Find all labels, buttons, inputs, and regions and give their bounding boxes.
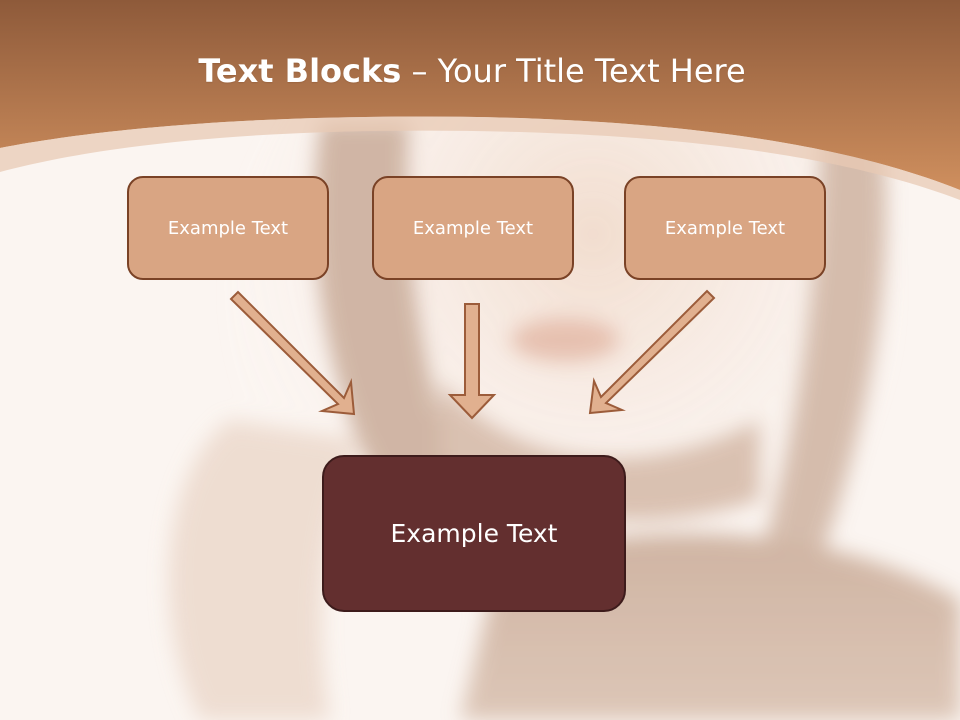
title-dash: – [401,52,438,90]
title-bold-text: Text Blocks [198,52,402,90]
top-box-center-label: Example Text [412,217,534,239]
top-box-right-label: Example Text [664,217,786,239]
title-rest-text: Your Title Text Here [437,52,746,90]
top-box-center: Example Text [372,176,574,280]
main-box: Example Text [322,455,626,612]
top-box-left-label: Example Text [167,217,289,239]
header-band [0,0,960,200]
main-box-label: Example Text [390,519,558,548]
top-box-left: Example Text [127,176,329,280]
slide-title: Text Blocks – Your Title Text Here [0,52,944,90]
top-box-right: Example Text [624,176,826,280]
